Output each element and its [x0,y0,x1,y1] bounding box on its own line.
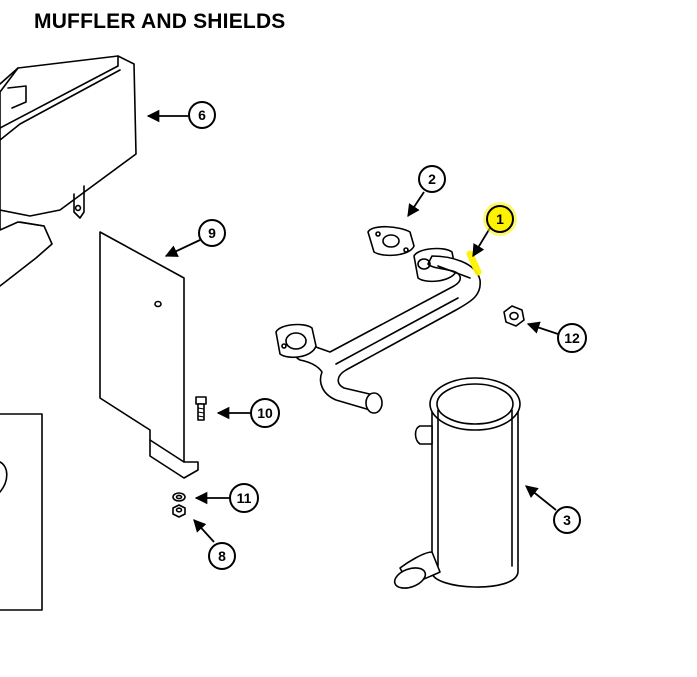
callout-label: 12 [564,330,580,346]
lock-washer-part[interactable] [172,492,186,502]
flange-nut-part[interactable] [503,305,525,327]
frame-panel-part [0,413,43,611]
callout-10[interactable]: 10 [250,398,280,428]
callout-label: 2 [428,171,436,187]
callout-label: 10 [257,405,273,421]
part-1-highlight [466,250,482,276]
callout-12[interactable]: 12 [557,323,587,353]
bolt-part[interactable] [195,396,207,421]
callout-11[interactable]: 11 [229,483,259,513]
side-shield-part[interactable] [99,231,199,479]
nut-part[interactable] [172,504,186,518]
callout-label: 8 [218,548,226,564]
diagram-title: MUFFLER AND SHIELDS [34,10,286,33]
upper-shield-part[interactable] [0,55,137,287]
callout-label: 3 [563,512,571,528]
callout-label: 6 [198,107,206,123]
callout-2[interactable]: 2 [418,165,446,193]
callout-3[interactable]: 3 [553,506,581,534]
leader-lines [146,109,559,543]
callout-8[interactable]: 8 [208,542,236,570]
callout-1[interactable]: 1 [483,202,517,236]
gasket-part[interactable] [367,225,415,257]
callout-6[interactable]: 6 [188,101,216,129]
exhaust-pipe-part[interactable] [275,247,481,414]
callout-label: 9 [208,225,216,241]
callout-9[interactable]: 9 [198,219,226,247]
callout-label: 1 [496,211,504,227]
muffler-part[interactable] [392,377,521,592]
callout-label: 11 [237,490,252,506]
